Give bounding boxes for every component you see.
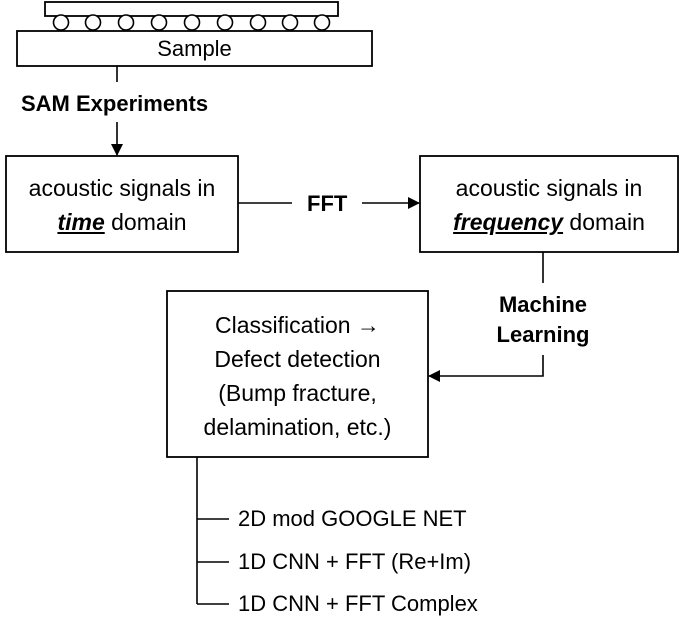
time-domain-text: acoustic signals in time domain: [6, 171, 238, 239]
solder-bump: [150, 14, 168, 31]
solder-bump: [52, 14, 70, 31]
model-label-google-net: 2D mod GOOGLE NET: [238, 506, 467, 531]
frequency-domain-line2: frequency domain: [420, 205, 678, 239]
chip-plate: [44, 1, 339, 17]
arrow-ml-to-classification: [428, 355, 544, 382]
classification-line1: Classification →: [215, 312, 380, 338]
time-emphasis: time: [57, 209, 105, 235]
machine-learning-line1: Machine: [498, 292, 588, 317]
frequency-domain-text: acoustic signals in frequency domain: [420, 171, 678, 239]
time-domain-box: [5, 155, 239, 253]
solder-bump: [84, 14, 102, 31]
sample-label: Sample: [157, 36, 232, 61]
classification-line3: (Bump fracture,: [218, 380, 377, 406]
model-label-cnn-complex: 1D CNN + FFT Complex: [238, 591, 478, 616]
solder-bump: [183, 14, 201, 31]
machine-learning-label: Machine Learning: [480, 290, 606, 350]
classification-line4: delamination, etc.): [203, 414, 392, 440]
solder-bump: [313, 14, 331, 31]
fft-label: FFT: [307, 191, 348, 216]
solder-bump: [281, 14, 299, 31]
solder-bump: [117, 14, 135, 31]
solder-bumps: [52, 14, 331, 31]
sample-substrate: [16, 30, 373, 67]
time-domain-line1: acoustic signals in: [28, 175, 216, 201]
machine-learning-line2: Learning: [496, 322, 590, 347]
frequency-domain-rest: domain: [563, 209, 645, 235]
classification-line2: Defect detection: [214, 346, 381, 372]
classification-text: Classification → Defect detection (Bump …: [167, 308, 428, 444]
frequency-domain-box: [419, 155, 679, 253]
model-label-cnn-re-im: 1D CNN + FFT (Re+Im): [238, 549, 472, 574]
time-domain-line2: time domain: [6, 205, 238, 239]
model-tree: [196, 457, 229, 605]
solder-bump: [249, 14, 267, 31]
time-domain-rest: domain: [104, 209, 187, 235]
classification-box: [166, 290, 429, 458]
solder-bump: [216, 14, 234, 31]
frequency-domain-line1: acoustic signals in: [455, 175, 643, 201]
sam-experiments-label: SAM Experiments: [21, 91, 209, 116]
frequency-emphasis: frequency: [453, 209, 564, 235]
